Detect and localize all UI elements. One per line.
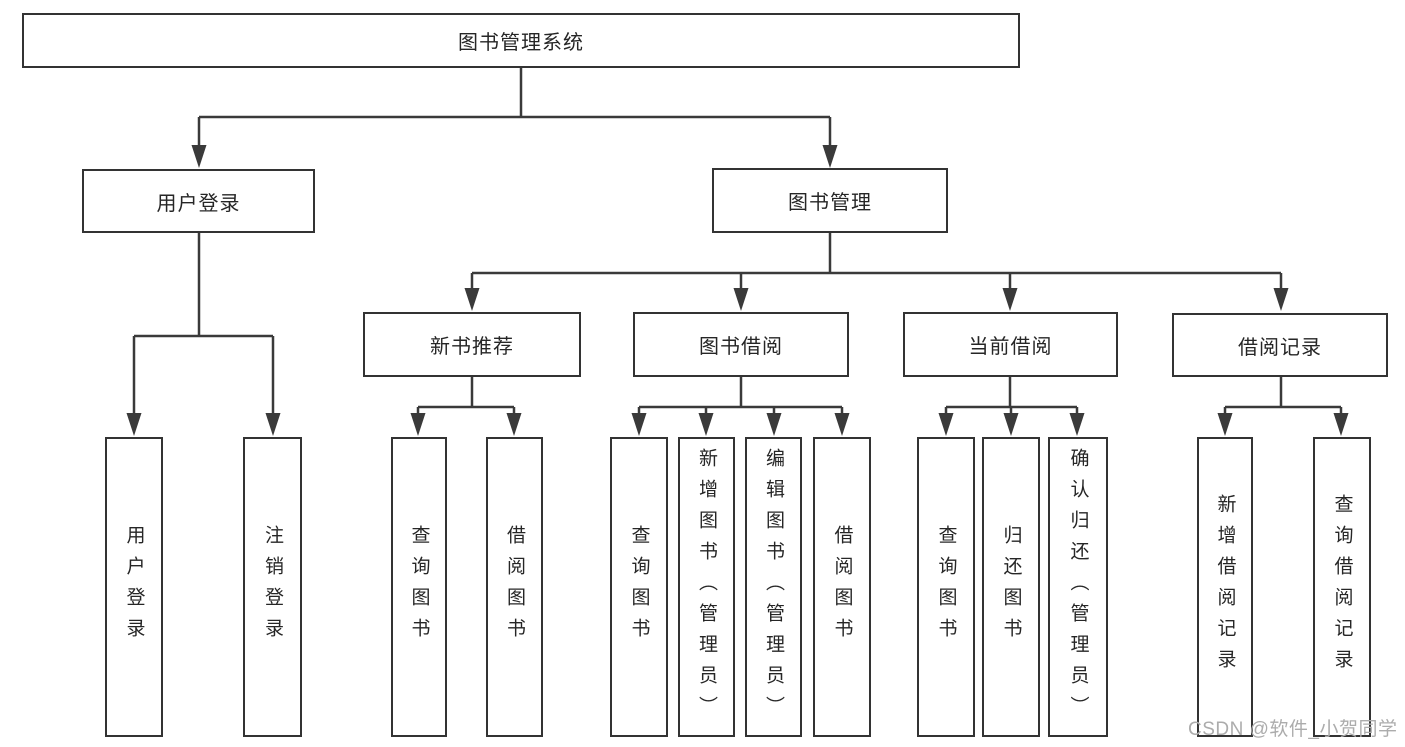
node-borrow-record: 借阅记录 [1172,313,1388,377]
leaf-return-book: 归还图书 [982,437,1040,737]
leaf-borrow-book-label: 借阅图书 [831,525,853,649]
leaf-query-book-current: 查询图书 [917,437,975,737]
leaf-add-borrow-record: 新增借阅记录 [1197,437,1253,737]
leaf-add-book-admin: 新增图书（管理员） [678,437,735,737]
leaf-add-book-admin-label: 新增图书（管理员） [696,447,717,727]
leaf-logout: 注销登录 [243,437,302,737]
node-book-management: 图书管理 [712,168,948,233]
leaf-add-borrow-record-label: 新增借阅记录 [1214,494,1236,680]
watermark: CSDN @软件_小贺同学 [1188,719,1398,740]
leaf-query-borrow-record: 查询借阅记录 [1313,437,1371,737]
leaf-return-book-label: 归还图书 [1000,525,1022,649]
leaf-borrow-book-recommend-label: 借阅图书 [504,525,525,649]
node-root: 图书管理系统 [22,13,1020,68]
leaf-borrow-book-recommend: 借阅图书 [486,437,543,737]
leaf-query-book-borrow-label: 查询图书 [628,525,650,649]
leaf-query-book-recommend-label: 查询图书 [408,525,430,649]
leaf-confirm-return-admin: 确认归还（管理员） [1048,437,1108,737]
leaf-query-book-borrow: 查询图书 [610,437,668,737]
leaf-confirm-return-admin-label: 确认归还（管理员） [1067,447,1089,727]
leaf-edit-book-admin: 编辑图书（管理员） [745,437,802,737]
leaf-query-borrow-record-label: 查询借阅记录 [1331,494,1353,680]
node-new-book-recommend: 新书推荐 [363,312,581,377]
leaf-user-login-label: 用户登录 [123,525,145,649]
leaf-query-book-current-label: 查询图书 [935,525,957,649]
leaf-user-login: 用户登录 [105,437,163,737]
node-user-login: 用户登录 [82,169,315,233]
leaf-edit-book-admin-label: 编辑图书（管理员） [763,447,784,727]
node-current-borrow: 当前借阅 [903,312,1118,377]
arrowheads [126,145,1349,436]
leaf-borrow-book: 借阅图书 [813,437,871,737]
leaf-logout-label: 注销登录 [262,525,283,649]
node-book-borrow: 图书借阅 [633,312,849,377]
leaf-query-book-recommend: 查询图书 [391,437,447,737]
